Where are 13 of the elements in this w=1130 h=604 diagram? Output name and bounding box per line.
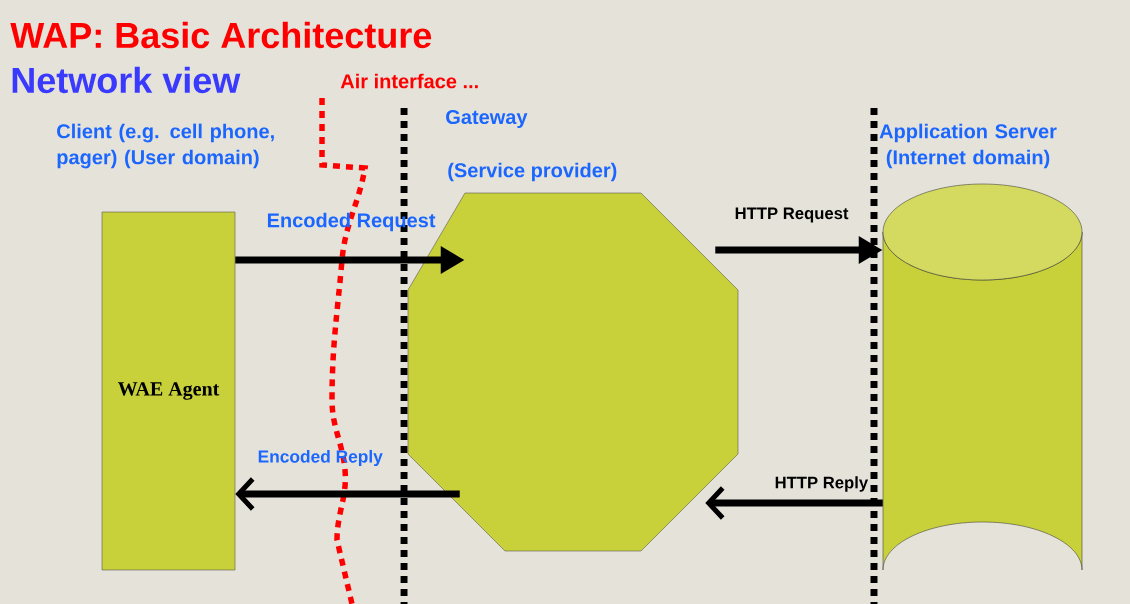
edge-label: HTTP Reply: [775, 476, 869, 492]
server-cylinder: [882, 183, 1083, 571]
edge-label: HTTP Request: [735, 207, 849, 223]
annotation: Air interface ...: [340, 73, 478, 89]
edge-label: Encoded Reply: [258, 449, 383, 467]
agent-box: WAE Agent: [101, 211, 236, 571]
node-caption: Application Server (Internet domain): [879, 123, 1057, 169]
edge-label: Encoded Request: [267, 212, 436, 232]
node-caption: (Service provider): [448, 162, 617, 182]
node-caption: Client (e.g. cell phone, pager) (User domain): [57, 123, 274, 169]
title: WAP: Basic Architecture: [10, 21, 432, 49]
subtitle: Network view: [12, 66, 241, 94]
node-caption: Gateway: [446, 109, 528, 129]
